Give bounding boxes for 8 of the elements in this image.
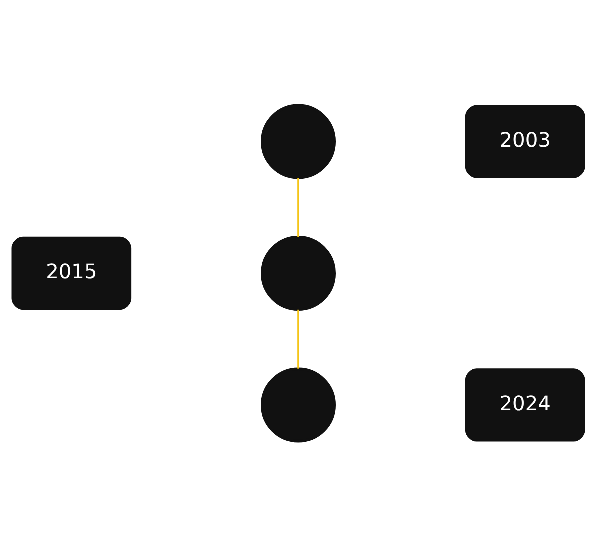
node-circle xyxy=(261,104,336,179)
node-circle xyxy=(261,367,336,442)
node-box: 2024 xyxy=(465,368,586,442)
connector xyxy=(298,309,300,368)
node-circle xyxy=(261,236,336,310)
connector xyxy=(298,178,300,237)
node-box: 2015 xyxy=(12,236,132,310)
node-box: 2003 xyxy=(465,104,586,178)
